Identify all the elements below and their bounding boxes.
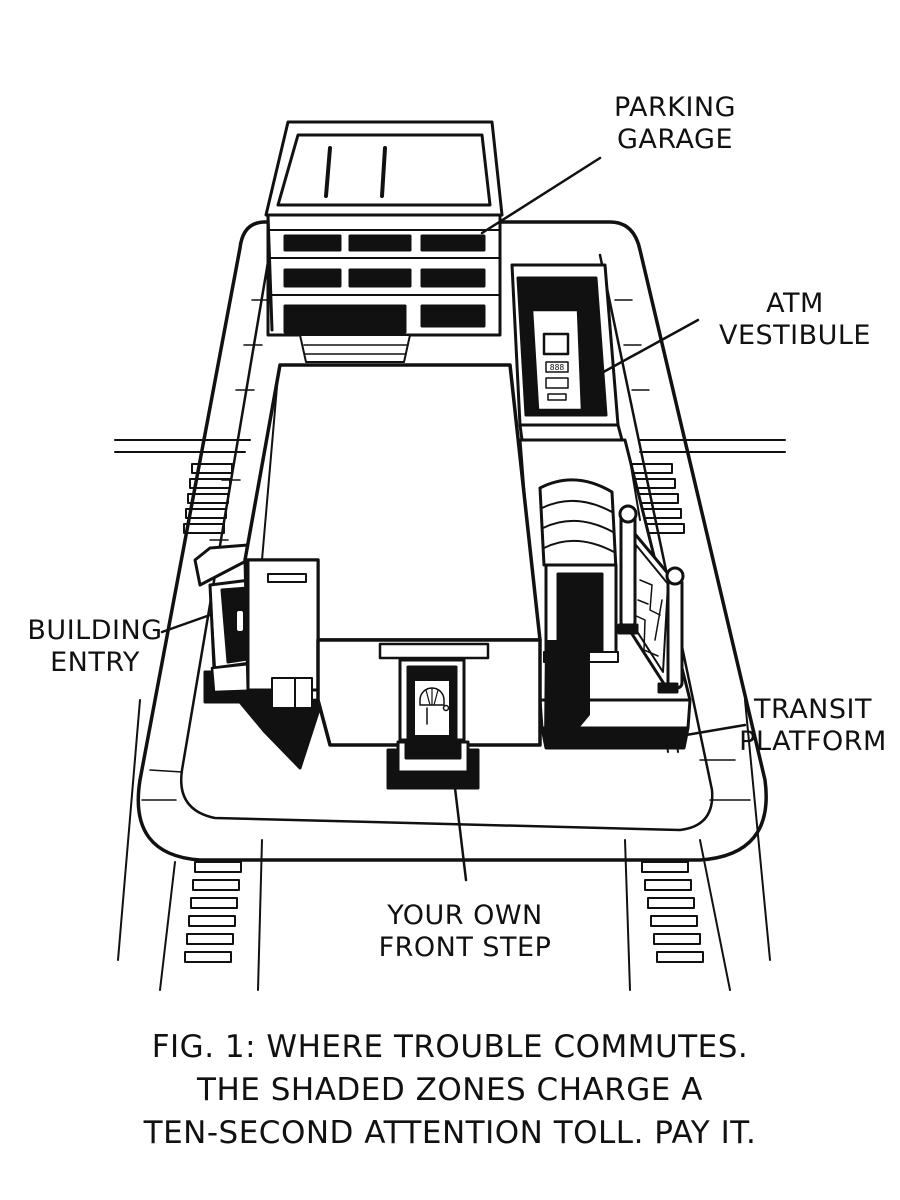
label-line: FRONT STEP bbox=[378, 932, 552, 963]
label-parking-garage: PARKING GARAGE bbox=[595, 92, 755, 156]
label-building-entry: BUILDING ENTRY bbox=[20, 615, 170, 679]
label-line: ENTRY bbox=[50, 647, 140, 678]
crosswalk-bottom-left bbox=[184, 861, 242, 963]
label-line: BUILDING bbox=[27, 615, 163, 646]
sidewalk-inner bbox=[179, 253, 714, 832]
leader-building-entry bbox=[160, 613, 212, 634]
parking-garage bbox=[264, 120, 504, 363]
callout-leaders bbox=[160, 156, 747, 882]
cross-street bbox=[114, 439, 786, 453]
crosswalk-left bbox=[183, 463, 233, 534]
label-line: YOUR OWN bbox=[387, 900, 543, 931]
leader-transit-platform bbox=[684, 723, 747, 737]
caption-line: FIG. 1: WHERE TROUBLE COMMUTES. bbox=[151, 1029, 749, 1065]
leader-parking-garage bbox=[480, 156, 602, 235]
label-line: ATM bbox=[766, 288, 824, 319]
caption-line: TEN-SECOND ATTENTION TOLL. PAY IT. bbox=[143, 1115, 757, 1151]
atm-vestibule: 888 bbox=[510, 263, 624, 442]
label-line: PARKING bbox=[613, 92, 737, 123]
atm-keypad-digits: 888 bbox=[550, 363, 565, 372]
figure-caption: FIG. 1: WHERE TROUBLE COMMUTES. THE SHAD… bbox=[0, 1026, 900, 1155]
label-line: TRANSIT bbox=[754, 694, 872, 725]
leader-atm-vestibule bbox=[596, 318, 700, 377]
front-step bbox=[386, 740, 480, 790]
label-line: PLATFORM bbox=[739, 726, 887, 757]
crosswalk-bottom-right bbox=[641, 861, 704, 963]
main-building bbox=[243, 363, 590, 747]
label-front-step: YOUR OWN FRONT STEP bbox=[370, 900, 560, 964]
label-atm-vestibule: ATM VESTIBULE bbox=[705, 288, 885, 352]
leader-front-step bbox=[453, 786, 468, 882]
label-line: GARAGE bbox=[616, 124, 734, 155]
label-transit-platform: TRANSIT PLATFORM bbox=[728, 694, 898, 758]
sidewalk-outer bbox=[136, 220, 768, 862]
label-line: VESTIBULE bbox=[718, 320, 871, 351]
caption-line: THE SHADED ZONES CHARGE A bbox=[197, 1072, 703, 1108]
